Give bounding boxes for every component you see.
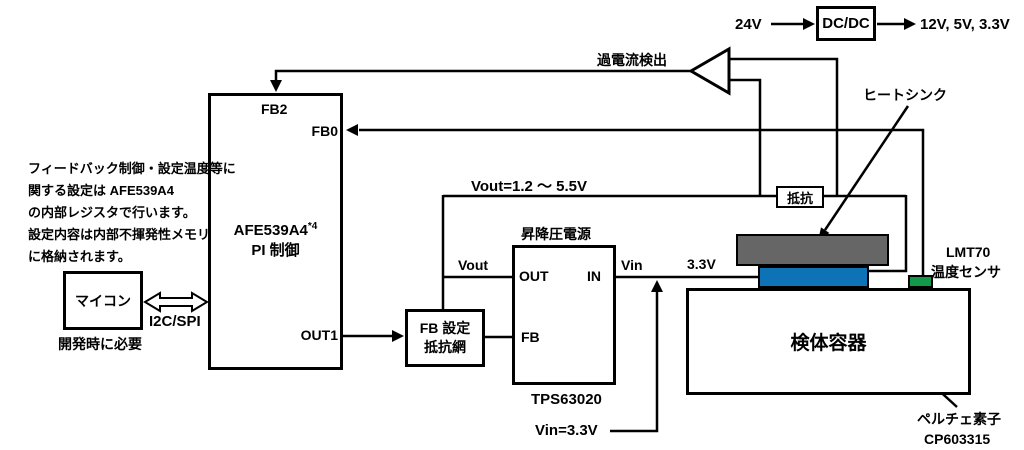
heatsink-pointer-line	[823, 105, 910, 231]
sample-container-box: 検体容器	[686, 288, 971, 395]
wire-sensor-to-fb0	[359, 128, 925, 276]
vin-wire-label: Vin	[621, 257, 643, 273]
heatsink-rect	[736, 234, 889, 266]
wire-overcurrent-to-fb2	[274, 69, 691, 82]
peltier-rect	[758, 266, 869, 288]
rail-3v3-label: 3.3V	[687, 256, 716, 272]
regulator-pin-fb: FB	[521, 329, 540, 345]
regulator-part-label: TPS63020	[531, 391, 602, 408]
afe-note-text: フィードバック制御・設定温度等に 関する設定は AFE539A4 の内部レジスタ…	[28, 158, 236, 268]
arrowhead-fb2	[270, 80, 282, 92]
arrowhead-out1	[392, 330, 404, 342]
regulator-title: 昇降圧電源	[521, 226, 591, 242]
temp-sensor-label: 温度センサ	[931, 264, 1001, 280]
afe-pin-fb2: FB2	[261, 101, 288, 117]
overcurrent-label: 過電流検出	[597, 52, 667, 68]
i2c-spi-label: I2C/SPI	[149, 313, 201, 330]
note-line-4: 設定内容は内部不揮発性メモリ	[28, 227, 211, 242]
afe-part-name: AFE539A4	[233, 222, 308, 239]
arrowhead-dcdc-out	[904, 18, 916, 30]
temp-sensor-part-label: LMT70	[946, 244, 991, 260]
vout-range-label: Vout=1.2 ～ 5.5V	[471, 178, 588, 195]
arrowhead-vin	[651, 280, 663, 292]
mcu-box: マイコン	[63, 271, 143, 330]
i2c-spi-double-arrow	[143, 291, 209, 313]
sense-resistor-box: 抵抗	[776, 186, 824, 208]
input-24v-label: 24V	[735, 16, 762, 33]
wire-vin-feed	[610, 291, 659, 433]
arrowhead-24v	[803, 18, 815, 30]
peltier-label: ペルチェ素子	[917, 411, 1001, 427]
arrowhead-fb0	[346, 124, 358, 136]
buckboost-regulator-box	[512, 245, 616, 385]
regulator-pin-in: IN	[587, 268, 601, 284]
afe-part-block: AFE539A4*4 PI 制御	[208, 217, 343, 261]
mcu-caption: 開発時に必要	[58, 336, 142, 352]
vin-value-label: Vin=3.3V	[535, 422, 598, 439]
sense-resistor-label: 抵抗	[786, 190, 813, 206]
dcdc-converter-box: DC/DC	[816, 6, 876, 41]
note-line-5: に格納されます。	[28, 249, 131, 264]
vout-wire-label: Vout	[458, 257, 489, 273]
mcu-label: マイコン	[75, 292, 131, 309]
fb-network-line2: 抵抗網	[424, 339, 466, 355]
temp-sensor-rect	[908, 275, 933, 288]
overcurrent-comparator-triangle	[688, 46, 731, 96]
heatsink-label: ヒートシンク	[863, 87, 947, 103]
dcdc-label: DC/DC	[822, 15, 870, 32]
afe-part-sup: *4	[307, 221, 318, 232]
wire-comparator-input-bottom	[729, 78, 762, 197]
afe-pin-fb0: FB0	[311, 123, 338, 139]
peltier-part-label: CP603315	[924, 431, 991, 447]
afe-function: PI 制御	[251, 242, 300, 259]
afe-pin-out1: OUT1	[300, 327, 338, 343]
fb-network-line1: FB 設定	[419, 320, 471, 336]
wire-to-peltier-terminal	[868, 195, 908, 273]
note-line-1: フィードバック制御・設定温度等に	[28, 161, 236, 176]
sample-container-label: 検体容器	[790, 333, 867, 354]
afe-controller-box	[208, 93, 343, 370]
wire-comparator-input-top	[729, 57, 839, 197]
rail-outputs-label: 12V, 5V, 3.3V	[920, 16, 1010, 33]
fb-network-box: FB 設定 抵抗網	[405, 309, 485, 367]
note-line-2: 関する設定は AFE539A4	[28, 183, 174, 198]
note-line-3: の内部レジスタで行います。	[28, 205, 196, 220]
regulator-pin-out: OUT	[519, 268, 549, 284]
